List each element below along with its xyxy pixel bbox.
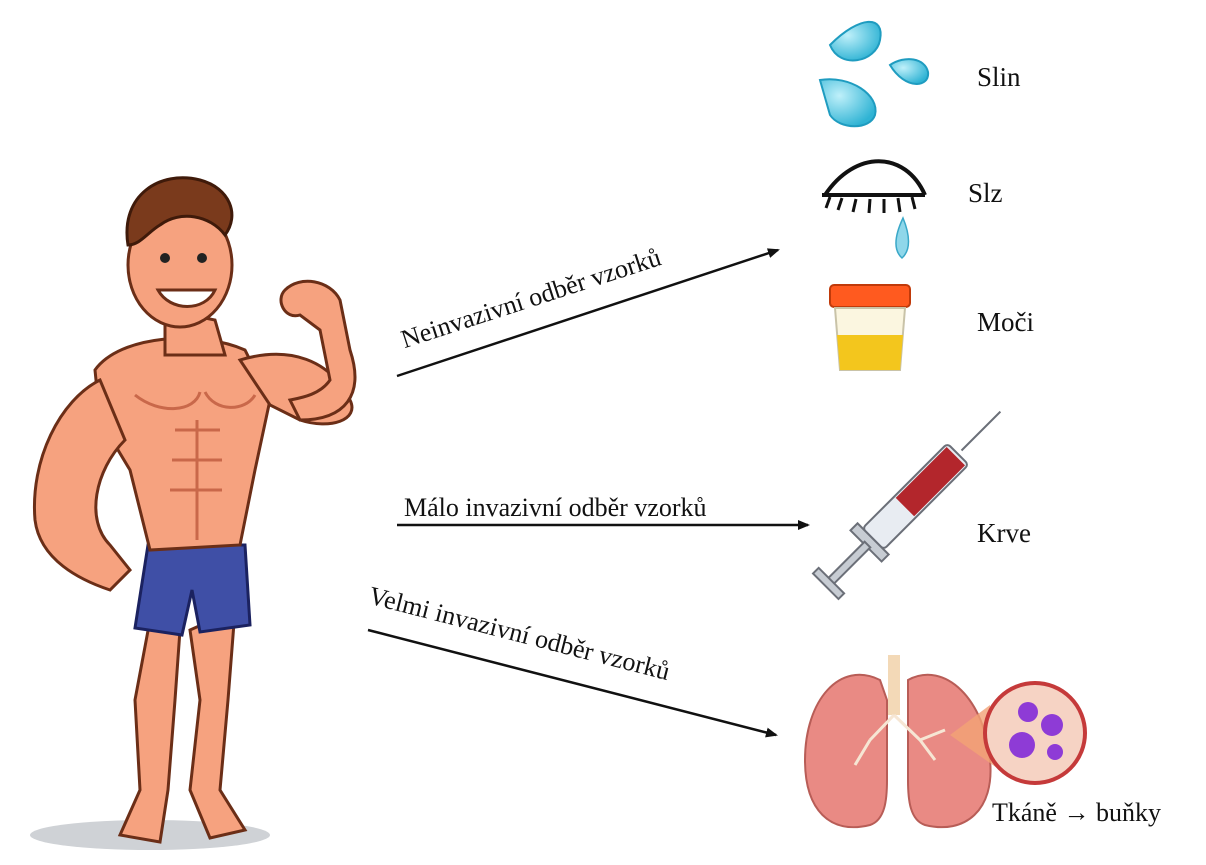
label-urine: Moči xyxy=(977,309,1034,336)
label-tears: Slz xyxy=(968,180,1003,207)
person-flexing xyxy=(30,178,355,850)
urine-cup-icon xyxy=(830,285,910,370)
label-blood: Krve xyxy=(977,520,1031,547)
label-tissue: Tkáně → buňky xyxy=(992,800,1161,826)
label-saliva: Slin xyxy=(977,64,1021,91)
syringe-icon xyxy=(810,396,1016,602)
tear-eye-icon xyxy=(822,161,925,258)
arrow-label-minimally-invasive: Málo invazivní odběr vzorků xyxy=(404,495,707,521)
saliva-drops-icon xyxy=(820,22,928,126)
